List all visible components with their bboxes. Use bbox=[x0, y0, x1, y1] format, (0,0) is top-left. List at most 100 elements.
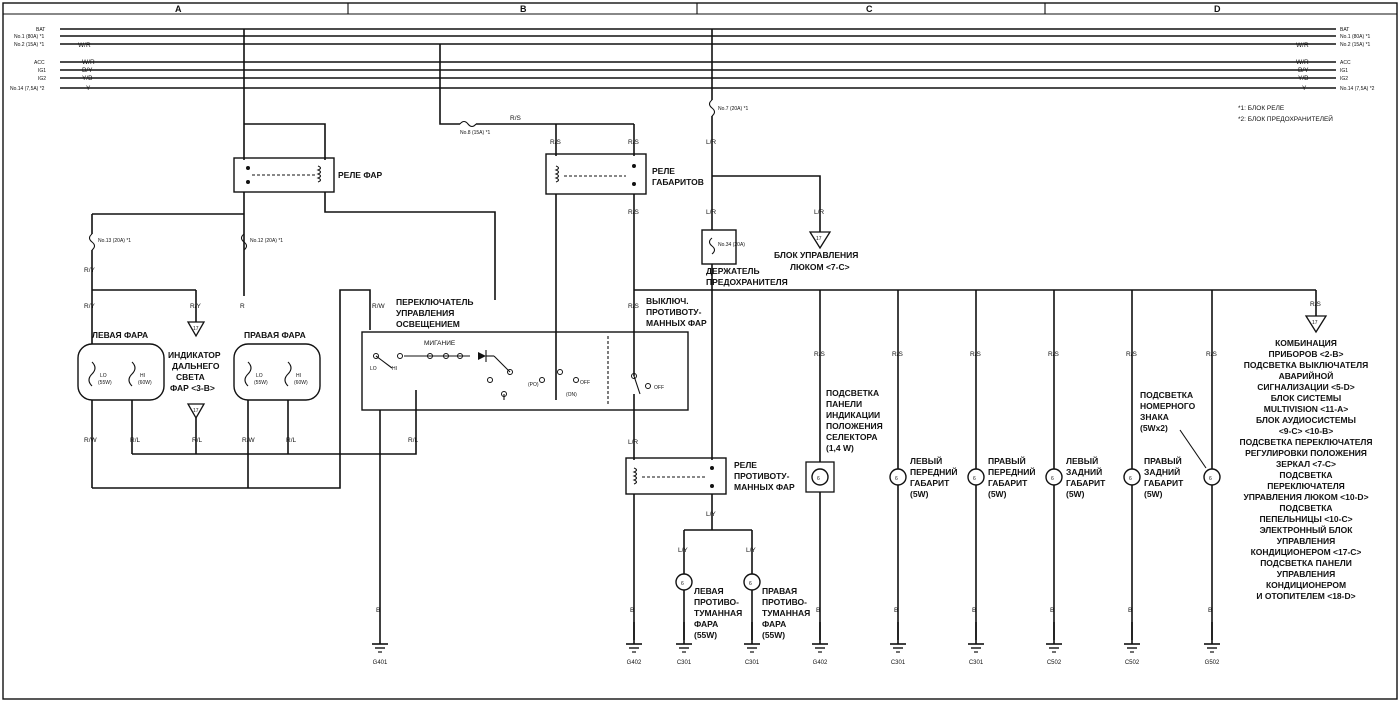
ground-label: C301 bbox=[677, 660, 692, 666]
wire-ry-3: R/Y bbox=[190, 303, 202, 310]
ground-symbol: C301 bbox=[676, 622, 692, 666]
wire-rl-1: R/L bbox=[130, 437, 141, 444]
ground-label: G502 bbox=[1205, 660, 1220, 666]
svg-text:B: B bbox=[1208, 607, 1212, 614]
svg-text:ПАНЕЛИ: ПАНЕЛИ bbox=[826, 399, 862, 409]
svg-text:ЛЕВАЯ: ЛЕВАЯ bbox=[694, 586, 724, 596]
svg-text:B: B bbox=[894, 607, 898, 614]
headlight-relay bbox=[233, 157, 335, 193]
svg-text:ФАРА: ФАРА bbox=[762, 619, 786, 629]
right-list-line: ЭЛЕКТРОННЫЙ БЛОК bbox=[1260, 524, 1354, 535]
wire-ry-2: R/Y bbox=[84, 303, 96, 310]
right-list-line: И ОТОПИТЕЛЕМ <18-D> bbox=[1256, 591, 1355, 601]
bus-wire-yb: Y/B bbox=[82, 75, 92, 82]
left-headlight: ЛЕВАЯ ФАРА LO (55W) HI (60W) bbox=[77, 296, 165, 488]
column-label-a: A bbox=[175, 4, 182, 14]
right-list-line: УПРАВЛЕНИЯ ЛЮКОМ <10-D> bbox=[1243, 492, 1368, 502]
svg-text:(5W): (5W) bbox=[910, 489, 929, 499]
svg-text:МИГАНИЕ: МИГАНИЕ bbox=[424, 340, 456, 347]
svg-text:СВЕТА: СВЕТА bbox=[176, 372, 205, 382]
svg-text:HI: HI bbox=[140, 373, 145, 379]
bus-wire-y-right: Y bbox=[1302, 85, 1307, 92]
svg-text:6: 6 bbox=[1051, 476, 1054, 482]
svg-text:R/S: R/S bbox=[628, 209, 640, 216]
bus-labels-left: BAT No.1 (80A) *1 No.2 (15A) *1 ACC IG1 … bbox=[10, 27, 95, 92]
svg-text:(5W): (5W) bbox=[1066, 489, 1085, 499]
wire-rw-3: R/W bbox=[372, 303, 386, 310]
ground-label: G402 bbox=[627, 660, 642, 666]
bus-left-bat: BAT bbox=[36, 27, 45, 33]
svg-text:(55W): (55W) bbox=[694, 630, 717, 640]
bus-right-bat: BAT bbox=[1340, 27, 1349, 33]
svg-text:OFF: OFF bbox=[580, 380, 590, 386]
left-fog-lamp: 6 ЛЕВАЯ ПРОТИВО- ТУМАННАЯ ФАРА (55W) bbox=[675, 573, 742, 640]
ground-symbol: G402 bbox=[812, 622, 828, 666]
svg-text:6: 6 bbox=[895, 476, 898, 482]
ground-symbol: C301 bbox=[744, 622, 760, 666]
svg-text:ПРЕДОХРАНИТЕЛЯ: ПРЕДОХРАНИТЕЛЯ bbox=[706, 277, 788, 287]
fuse-12-label: No.12 (20A) *1 bbox=[250, 238, 283, 244]
right-list-line: КОМБИНАЦИЯ bbox=[1275, 338, 1337, 348]
bus-right-ig1: IG1 bbox=[1340, 68, 1348, 74]
svg-text:B: B bbox=[1128, 607, 1132, 614]
svg-text:ПОЛОЖЕНИЯ: ПОЛОЖЕНИЯ bbox=[826, 421, 883, 431]
svg-text:(5W): (5W) bbox=[1144, 489, 1163, 499]
svg-text:OFF: OFF bbox=[654, 385, 664, 391]
left-headlight-label: ЛЕВАЯ ФАРА bbox=[92, 330, 148, 340]
right-list-line: ПЕРЕКЛЮЧАТЕЛЯ bbox=[1267, 481, 1345, 491]
fog-relay: РЕЛЕ ПРОТИВОТУ- МАННЫХ ФАР L/Y L/Y L/Y B bbox=[625, 457, 795, 640]
right-list-line: MULTIVISION <11-A> bbox=[1264, 404, 1348, 414]
svg-text:ГАБАРИТ: ГАБАРИТ bbox=[1144, 478, 1184, 488]
svg-text:17: 17 bbox=[1312, 320, 1318, 326]
svg-text:ЛЕВЫЙ: ЛЕВЫЙ bbox=[910, 455, 942, 466]
note-2: *2: БЛОК ПРЕДОХРАНИТЕЛЕЙ bbox=[1238, 114, 1333, 123]
svg-text:РЕЛЕ: РЕЛЕ bbox=[734, 460, 757, 470]
svg-text:ПОДСВЕТКА: ПОДСВЕТКА bbox=[1140, 390, 1193, 400]
svg-text:L/Y: L/Y bbox=[678, 547, 688, 554]
light-switch: ПЕРЕКЛЮЧАТЕЛЬ УПРАВЛЕНИЯ ОСВЕЩЕНИЕМ МИГА… bbox=[361, 297, 689, 622]
bus-right-no1: No.1 (80A) *1 bbox=[1340, 34, 1371, 40]
svg-text:МАННЫХ ФАР: МАННЫХ ФАР bbox=[734, 482, 795, 492]
fuse-7-label: No.7 (20A) *1 bbox=[718, 106, 749, 112]
svg-text:ПОДСВЕТКА: ПОДСВЕТКА bbox=[826, 388, 879, 398]
svg-text:НОМЕРНОГО: НОМЕРНОГО bbox=[1140, 401, 1196, 411]
svg-text:ГАБАРИТ: ГАБАРИТ bbox=[988, 478, 1028, 488]
svg-text:ПРАВЫЙ: ПРАВЫЙ bbox=[988, 455, 1026, 466]
svg-text:ДЕРЖАТЕЛЬ: ДЕРЖАТЕЛЬ bbox=[706, 266, 760, 276]
right-headlight-label: ПРАВАЯ ФАРА bbox=[244, 330, 306, 340]
fuse-12: No.12 (20A) *1 bbox=[240, 233, 283, 251]
svg-text:6: 6 bbox=[681, 581, 684, 587]
svg-text:ПРОТИВОТУ-: ПРОТИВОТУ- bbox=[646, 307, 702, 317]
svg-text:6: 6 bbox=[1209, 476, 1212, 482]
right-fog-lamp: 6 ПРАВАЯ ПРОТИВО- ТУМАННАЯ ФАРА (55W) bbox=[743, 573, 810, 640]
svg-text:6: 6 bbox=[749, 581, 752, 587]
svg-text:(55W): (55W) bbox=[98, 380, 112, 386]
ground-symbol: G401 bbox=[372, 622, 388, 666]
note-1: *1: БЛОК РЕЛЕ bbox=[1238, 105, 1285, 112]
svg-text:(5Wx2): (5Wx2) bbox=[1140, 423, 1168, 433]
svg-text:ПРОТИВО-: ПРОТИВО- bbox=[694, 597, 739, 607]
svg-text:ПЕРЕДНИЙ: ПЕРЕДНИЙ bbox=[910, 466, 958, 477]
svg-text:(60W): (60W) bbox=[294, 380, 308, 386]
svg-text:HI: HI bbox=[392, 366, 397, 372]
svg-text:R/S: R/S bbox=[1048, 351, 1060, 358]
svg-text:МАННЫХ ФАР: МАННЫХ ФАР bbox=[646, 318, 707, 328]
svg-text:B: B bbox=[972, 607, 976, 614]
svg-text:R/S: R/S bbox=[550, 139, 562, 146]
svg-text:17: 17 bbox=[193, 408, 199, 414]
svg-text:R/S: R/S bbox=[1310, 301, 1322, 308]
left-front-marker: R/S 6 ЛЕВЫЙ ПЕРЕДНИЙ ГАБАРИТ (5W) bbox=[889, 290, 958, 640]
wire-rw-1: R/W bbox=[84, 437, 98, 444]
svg-text:УПРАВЛЕНИЯ: УПРАВЛЕНИЯ bbox=[396, 308, 454, 318]
svg-text:ПЕРЕДНИЙ: ПЕРЕДНИЙ bbox=[988, 466, 1036, 477]
selector-light: R/S 6 ПОДСВЕТКА ПАНЕЛИ ИНДИКАЦИИ ПОЛОЖЕН… bbox=[805, 290, 883, 640]
bus-wire-wr1: W/R bbox=[78, 42, 91, 49]
svg-text:ПРАВЫЙ: ПРАВЫЙ bbox=[1144, 455, 1182, 466]
svg-text:ГАБАРИТОВ: ГАБАРИТОВ bbox=[652, 177, 704, 187]
svg-text:17: 17 bbox=[193, 326, 199, 332]
svg-text:(1,4 W): (1,4 W) bbox=[826, 443, 854, 453]
bus-labels-right: BAT No.1 (80A) *1 No.2 (15A) *1 ACC IG1 … bbox=[1296, 27, 1375, 92]
